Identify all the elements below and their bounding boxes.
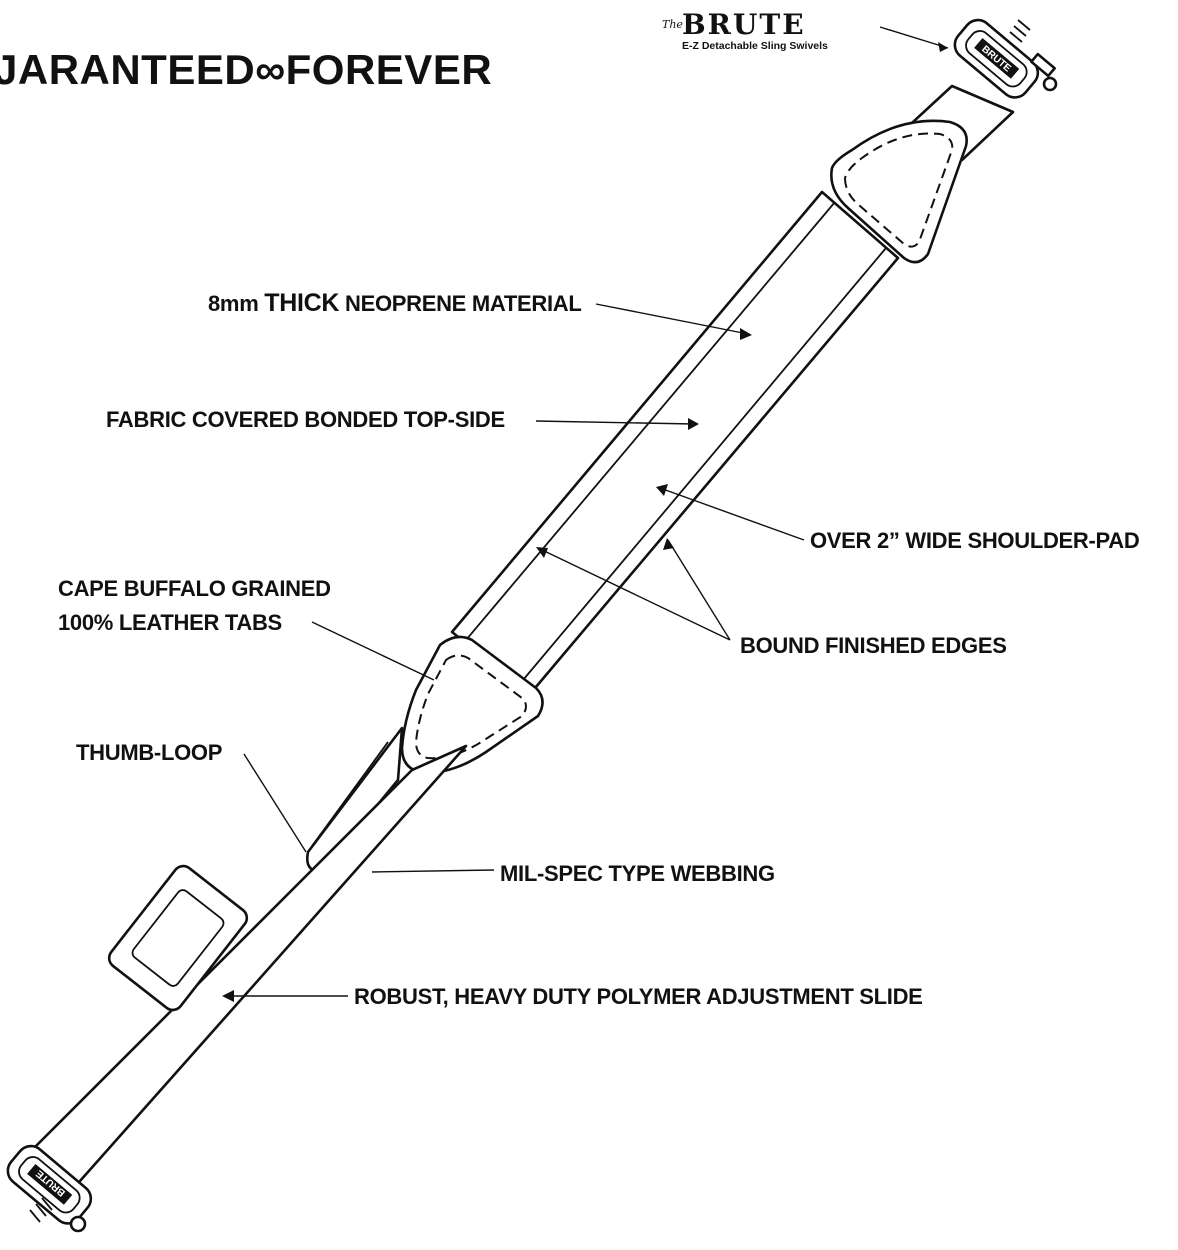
brand-prefix: The — [662, 18, 683, 31]
arrow-fabric — [688, 418, 699, 430]
lower-webbing — [26, 744, 468, 1192]
pad-bound-edge-right — [517, 247, 887, 687]
adjustment-slide — [107, 864, 249, 1012]
leader-edges — [537, 539, 731, 641]
label-neoprene: 8mm THICK NEOPRENE MATERIAL — [208, 289, 582, 317]
label-neoprene-emphasis: THICK — [264, 289, 339, 317]
lower-leather-tab — [400, 635, 544, 774]
label-fabric: FABRIC COVERED BONDED TOP-SIDE — [106, 407, 505, 432]
label-shoulder-pad: OVER 2” WIDE SHOULDER-PAD — [810, 528, 1139, 553]
pad-bound-edge-left — [465, 201, 836, 641]
arrow-slide — [222, 990, 234, 1002]
upper-tab-stitching — [843, 132, 954, 248]
leader-shoulder-pad — [659, 487, 805, 541]
brand-tagline: E-Z Detachable Sling Swivels — [682, 40, 828, 52]
brand-name: BRUTE — [682, 8, 806, 41]
bottom-swivel: BRUTE — [6, 1144, 93, 1233]
shoulder-pad — [450, 190, 900, 696]
label-thumb-loop: THUMB-LOOP — [76, 740, 222, 765]
label-webbing: MIL-SPEC TYPE WEBBING — [500, 861, 775, 886]
label-edges: BOUND FINISHED EDGES — [740, 633, 1007, 658]
label-neoprene-size: 8mm — [208, 291, 258, 316]
label-slide: ROBUST, HEAVY DUTY POLYMER ADJUSTMENT SL… — [354, 984, 923, 1009]
leader-neoprene — [595, 303, 749, 335]
label-leather-line1: CAPE BUFFALO GRAINED — [58, 576, 331, 601]
leader-fabric — [535, 420, 695, 425]
arrow-edges-left — [536, 547, 548, 558]
thumb-loop-edge — [311, 741, 389, 847]
leader-thumb-loop — [243, 753, 307, 853]
label-leather-line2: 100% LEATHER TABS — [58, 610, 282, 635]
arrow-edges-right — [663, 538, 674, 550]
label-neoprene-rest: NEOPRENE MATERIAL — [345, 291, 582, 316]
leader-webbing — [371, 869, 495, 873]
guarantee-banner: JARANTEED∞FOREVER — [0, 46, 492, 93]
brute-logo: The BRUTE E-Z Detachable Sling Swivels — [662, 8, 828, 52]
arrow-neoprene — [740, 328, 752, 340]
lower-tab-stitching — [414, 654, 527, 760]
arrow-shoulder-pad — [656, 484, 668, 496]
leader-leather — [311, 621, 435, 681]
brand-arrowhead — [938, 42, 948, 52]
brand-leader-line — [879, 26, 949, 49]
top-swivel: BRUTE — [953, 18, 1058, 99]
